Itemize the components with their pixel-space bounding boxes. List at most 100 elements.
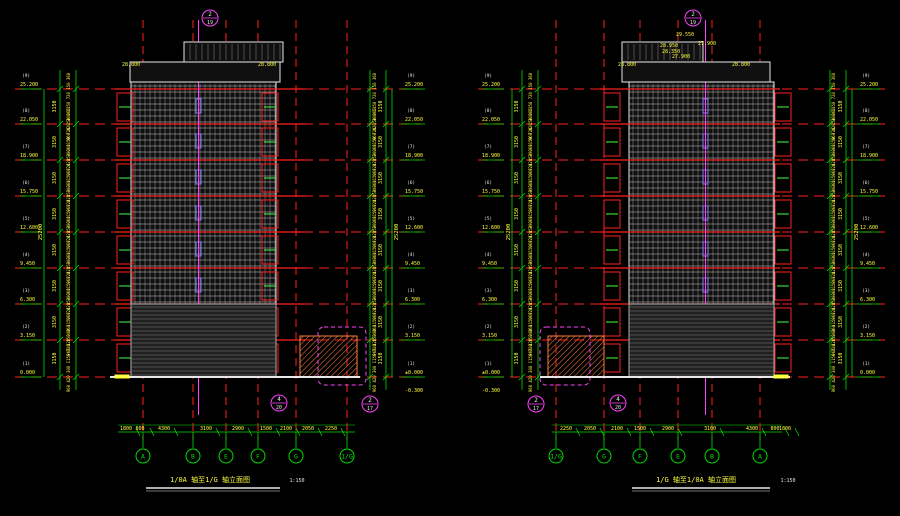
- drawing-scale: 1:150: [289, 478, 304, 484]
- axis-bubble-circle: [250, 448, 266, 464]
- floor-tag: (9): [22, 73, 30, 79]
- elevation-label-left: 22.050: [482, 117, 500, 123]
- floor-tag: (1): [484, 361, 492, 367]
- bottom-dim-tick: [575, 427, 581, 437]
- dim-tick: [382, 120, 390, 128]
- axis-bubble-label: B: [710, 453, 714, 461]
- dim-chain-text: 960 420 300 1150 720 150 360: [528, 252, 533, 320]
- story-dim-label: 3150: [514, 136, 520, 148]
- axis-bubble-circle: [185, 448, 201, 464]
- balcony-box: [261, 271, 279, 301]
- balcony-box: [261, 235, 279, 265]
- story-dim-label: 3150: [52, 280, 58, 292]
- elevation-label-right: 22.050: [860, 117, 878, 123]
- story-dim-label: 3150: [514, 208, 520, 220]
- bottom-dim-label: 2900: [232, 426, 244, 432]
- floor-tag: (8): [22, 108, 30, 114]
- dim-chain-text: 960 420 300 1150 720 150 360: [831, 144, 836, 212]
- dim-tick: [518, 156, 526, 164]
- floor-tag: (1): [407, 361, 415, 367]
- balcony-box: [603, 92, 621, 122]
- bottom-dim-tick: [784, 427, 790, 437]
- axis-bubble-circle: [288, 448, 304, 464]
- elevation-label-right: 12.600: [405, 225, 423, 231]
- elevation-label-left: 25.200: [482, 82, 500, 88]
- balcony-box: [774, 235, 792, 265]
- dim-tick: [366, 336, 374, 344]
- dim-chain-text: 960 420 300 1150 720 150 360: [528, 324, 533, 392]
- bottom-dim-tick: [173, 427, 179, 437]
- balcony-box: [603, 271, 621, 301]
- elevation-label-right: 12.600: [860, 225, 878, 231]
- dim-tick: [382, 156, 390, 164]
- story-dim-label: 3150: [838, 280, 844, 292]
- elevation-label-right: 18.900: [405, 153, 423, 159]
- bottom-dim-label: 1500: [260, 426, 272, 432]
- story-dim-label: 3150: [838, 208, 844, 220]
- dim-tick: [826, 156, 834, 164]
- balcony-box: [774, 307, 792, 337]
- elevation-label-left: 12.600: [20, 225, 38, 231]
- elevation-label-right: 6.300: [860, 297, 875, 303]
- dim-tick: [518, 192, 526, 200]
- axis-bubble-circle: [632, 448, 648, 464]
- dim-tick: [72, 85, 80, 93]
- balcony-box: [116, 92, 134, 122]
- balcony-box: [116, 127, 134, 157]
- elevation-label-left: 9.450: [20, 261, 35, 267]
- bottom-dim-label: 2250: [560, 426, 572, 432]
- story-dim-label: 3150: [52, 208, 58, 220]
- bottom-dim-tick: [649, 427, 655, 437]
- bottom-dim-tick: [626, 427, 632, 437]
- callout-bottom-sub: 20: [276, 405, 282, 411]
- dim-tick: [826, 85, 834, 93]
- dim-tick: [518, 120, 526, 128]
- bottom-dim-label: 4300: [158, 426, 170, 432]
- floor-tag: (3): [407, 288, 415, 294]
- floor-tag: (3): [22, 288, 30, 294]
- dim-tick: [56, 336, 64, 344]
- total-dim-label: 25200: [854, 224, 860, 241]
- dim-tick: [382, 336, 390, 344]
- dim-chain-text: 960 420 300 1150 720 150 360: [66, 72, 71, 140]
- dim-tick: [72, 264, 80, 272]
- balcony-box: [603, 199, 621, 229]
- axis-bubble-label: G: [602, 453, 606, 461]
- callout-bottom-sub: 17: [367, 406, 373, 412]
- floor-tag: (3): [484, 288, 492, 294]
- story-dim-label: 3150: [378, 172, 384, 184]
- floor-tag: (2): [862, 324, 870, 330]
- elevation-label-right: 9.450: [860, 261, 875, 267]
- dim-tick: [842, 373, 850, 381]
- story-dim-label: 3150: [514, 280, 520, 292]
- dim-tick: [56, 120, 64, 128]
- axis-bubble-label: G: [294, 453, 298, 461]
- dim-tick: [826, 228, 834, 236]
- axis-bubble-circle: [339, 448, 355, 464]
- floor-tag: (1): [862, 361, 870, 367]
- dim-tick: [56, 300, 64, 308]
- dim-tick: [826, 373, 834, 381]
- roof-level-label: 28.800: [258, 62, 276, 68]
- elevation-label-left: 9.450: [482, 261, 497, 267]
- floor-tag: (8): [862, 108, 870, 114]
- story-dim-label: 3150: [838, 100, 844, 112]
- dim-chain-text: 960 420 300 1150 720 150 360: [528, 72, 533, 140]
- dim-chain-text: 960 420 300 1150 720 150 360: [528, 216, 533, 284]
- balcony-box: [603, 307, 621, 337]
- dim-tick: [534, 373, 542, 381]
- dim-tick: [366, 228, 374, 236]
- balcony-box: [261, 127, 279, 157]
- callout-top-num: 2: [691, 11, 695, 18]
- story-dim-label: 3150: [52, 136, 58, 148]
- bottom-dim-tick: [677, 427, 683, 437]
- dim-tick: [382, 228, 390, 236]
- story-dim-label: 3150: [838, 136, 844, 148]
- callout-bottom-num: 4: [616, 396, 620, 403]
- floor-tag: (8): [407, 108, 415, 114]
- axis-bubble-label: A: [758, 453, 762, 461]
- dim-tick: [366, 300, 374, 308]
- axis-bubble-label: E: [224, 453, 228, 461]
